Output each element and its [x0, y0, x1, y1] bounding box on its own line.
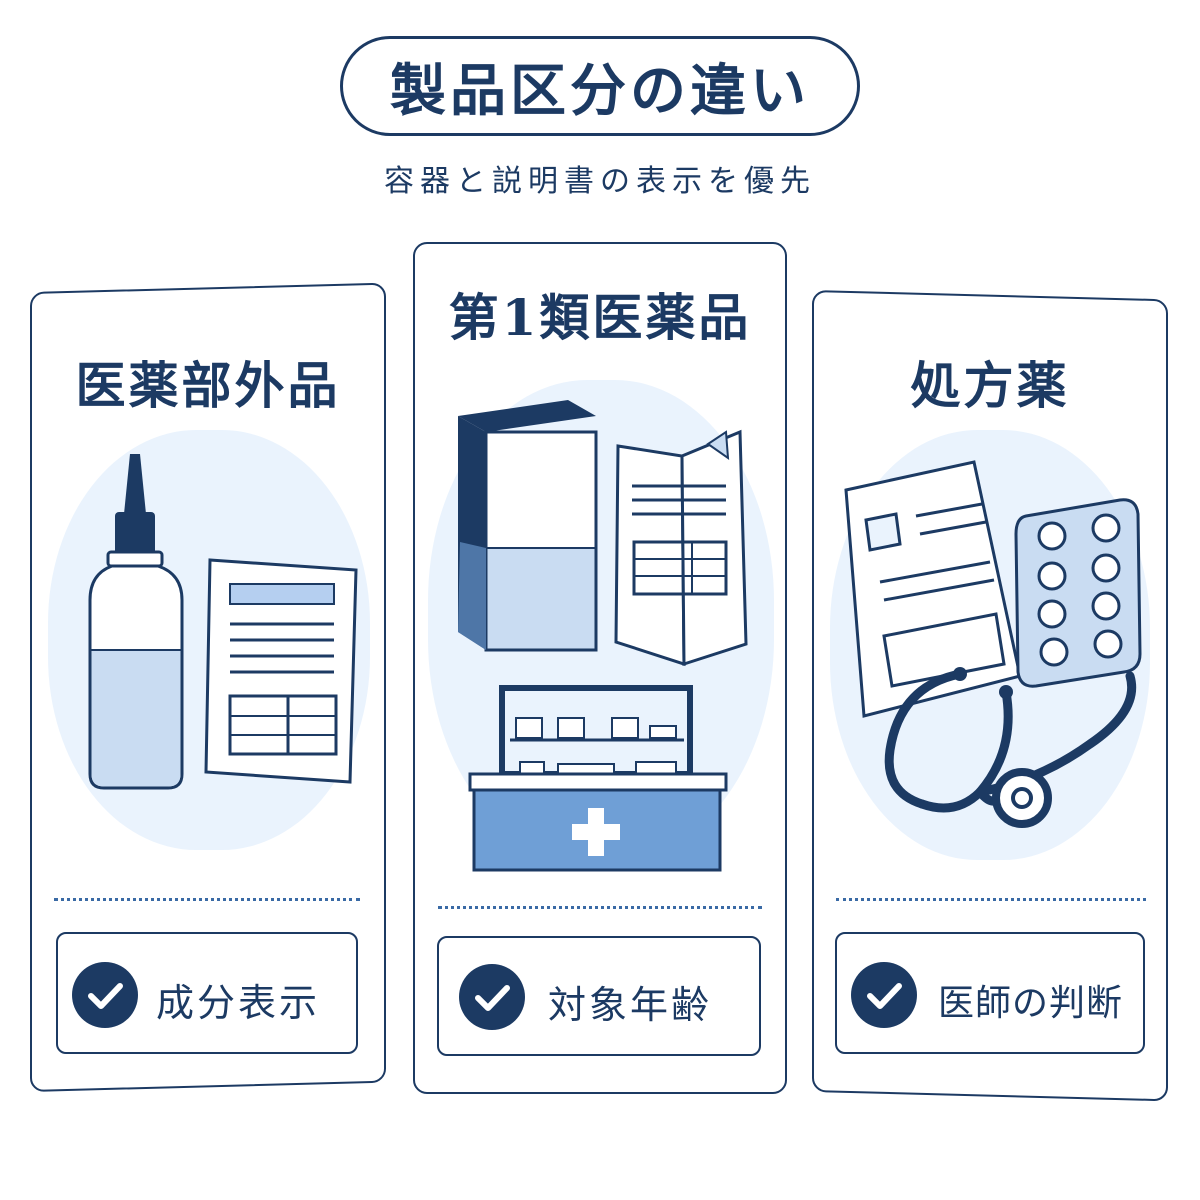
page-title-text: 製品区分の違い	[390, 57, 810, 124]
bottle-and-leaflet-icon	[88, 454, 358, 790]
page-subtitle: 容器と説明書の表示を優先	[384, 164, 816, 199]
card-prescription-divider	[836, 898, 1146, 901]
prescription-pills-stethoscope-icon	[844, 460, 1142, 828]
check-icon	[72, 962, 138, 1028]
card-first-class-otc-divider	[438, 906, 762, 909]
card-first-class-otc-title: 第1類医薬品	[448, 288, 752, 347]
card-quasi-drug-divider	[54, 898, 360, 901]
page-title: 製品区分の違い	[340, 36, 860, 136]
card-first-class-otc-check-label: 対象年齢	[548, 983, 713, 1027]
card-first-class-otc-checkpoint	[437, 936, 761, 1056]
box-leaflet-medicine-kit-icon	[458, 400, 748, 872]
card-quasi-drug-check-label: 成分表示	[156, 981, 321, 1025]
card-prescription-check-label: 医師の判断	[938, 983, 1124, 1024]
card-quasi-drug-title: 医薬部外品	[75, 356, 341, 415]
card-prescription-title: 処方薬	[910, 356, 1070, 415]
check-icon	[851, 962, 917, 1028]
check-icon	[459, 964, 525, 1030]
